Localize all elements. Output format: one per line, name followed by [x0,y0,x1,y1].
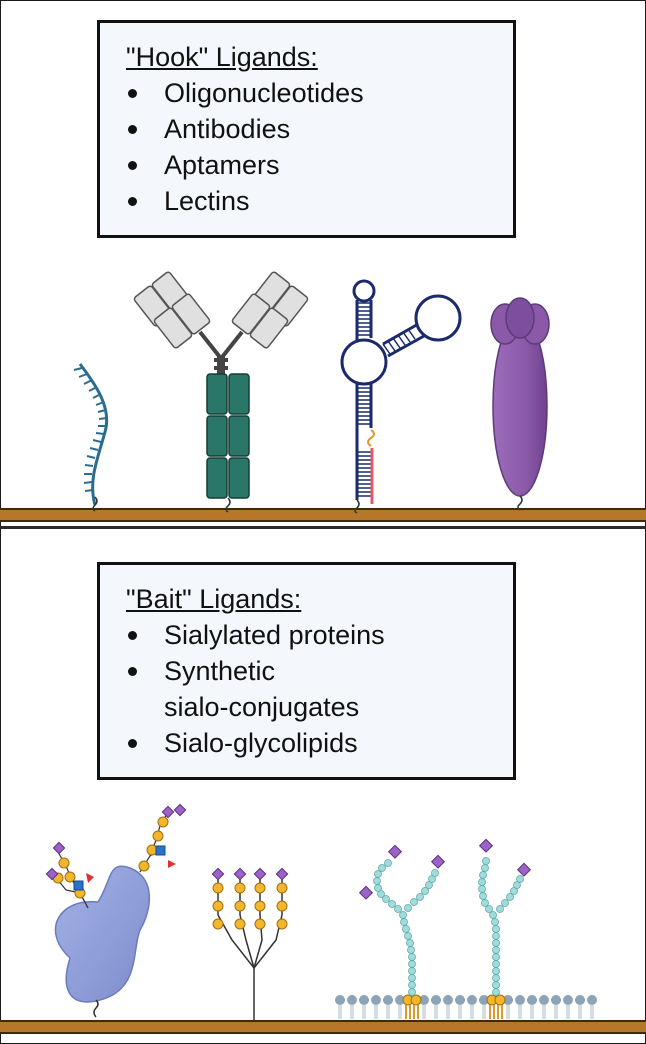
bait-ligands-list: Sialylated proteins Synthetic sialo-conju… [100,617,513,761]
list-item-label: Oligonucleotides [164,78,364,108]
bullet-icon [128,739,137,748]
list-item: Lectins [100,183,513,219]
hook-ligands-title: "Hook" Ligands: [126,42,318,72]
bullet-icon [128,89,137,98]
aptamer-icon [340,279,462,514]
list-item-label: Aptamers [164,150,280,180]
bait-ligands-box: "Bait" Ligands: Sialylated proteins Synt… [97,562,516,780]
lectin-icon [490,297,550,511]
section-divider [0,526,646,529]
antibody-icon [133,271,309,513]
list-item: Sialo-glycolipids [100,725,513,761]
bullet-icon [128,125,137,134]
list-item: Aptamers [100,147,513,183]
bullet-icon [128,667,137,676]
list-item-label: Sialo-glycolipids [164,728,358,758]
list-item-label-continued: sialo-conjugates [164,692,360,722]
list-item: Sialylated proteins [100,617,513,653]
bottom-surface-shelf [0,1020,646,1034]
bullet-icon [128,161,137,170]
list-item-label: Lectins [164,186,250,216]
sialylated-protein-icon [45,803,187,1018]
list-item-label: Synthetic [164,656,276,686]
synthetic-sialo-conjugate-icon [211,867,289,1020]
bait-ligands-title: "Bait" Ligands: [126,584,302,614]
hook-ligands-list: Oligonucleotides Antibodies Aptamers Lec… [100,75,513,219]
list-item-label: Sialylated proteins [164,620,385,650]
top-surface-shelf [0,508,646,522]
bullet-icon [128,197,137,206]
list-item: Synthetic sialo-conjugates [100,653,513,725]
list-item: Oligonucleotides [100,75,513,111]
bullet-icon [128,631,137,640]
list-item: Antibodies [100,111,513,147]
list-item-label: Antibodies [164,114,291,144]
hook-ligands-box: "Hook" Ligands: Oligonucleotides Antibod… [97,20,516,238]
oligonucleotide-icon [73,363,109,512]
sialo-glycolipid-icon [335,838,597,1019]
